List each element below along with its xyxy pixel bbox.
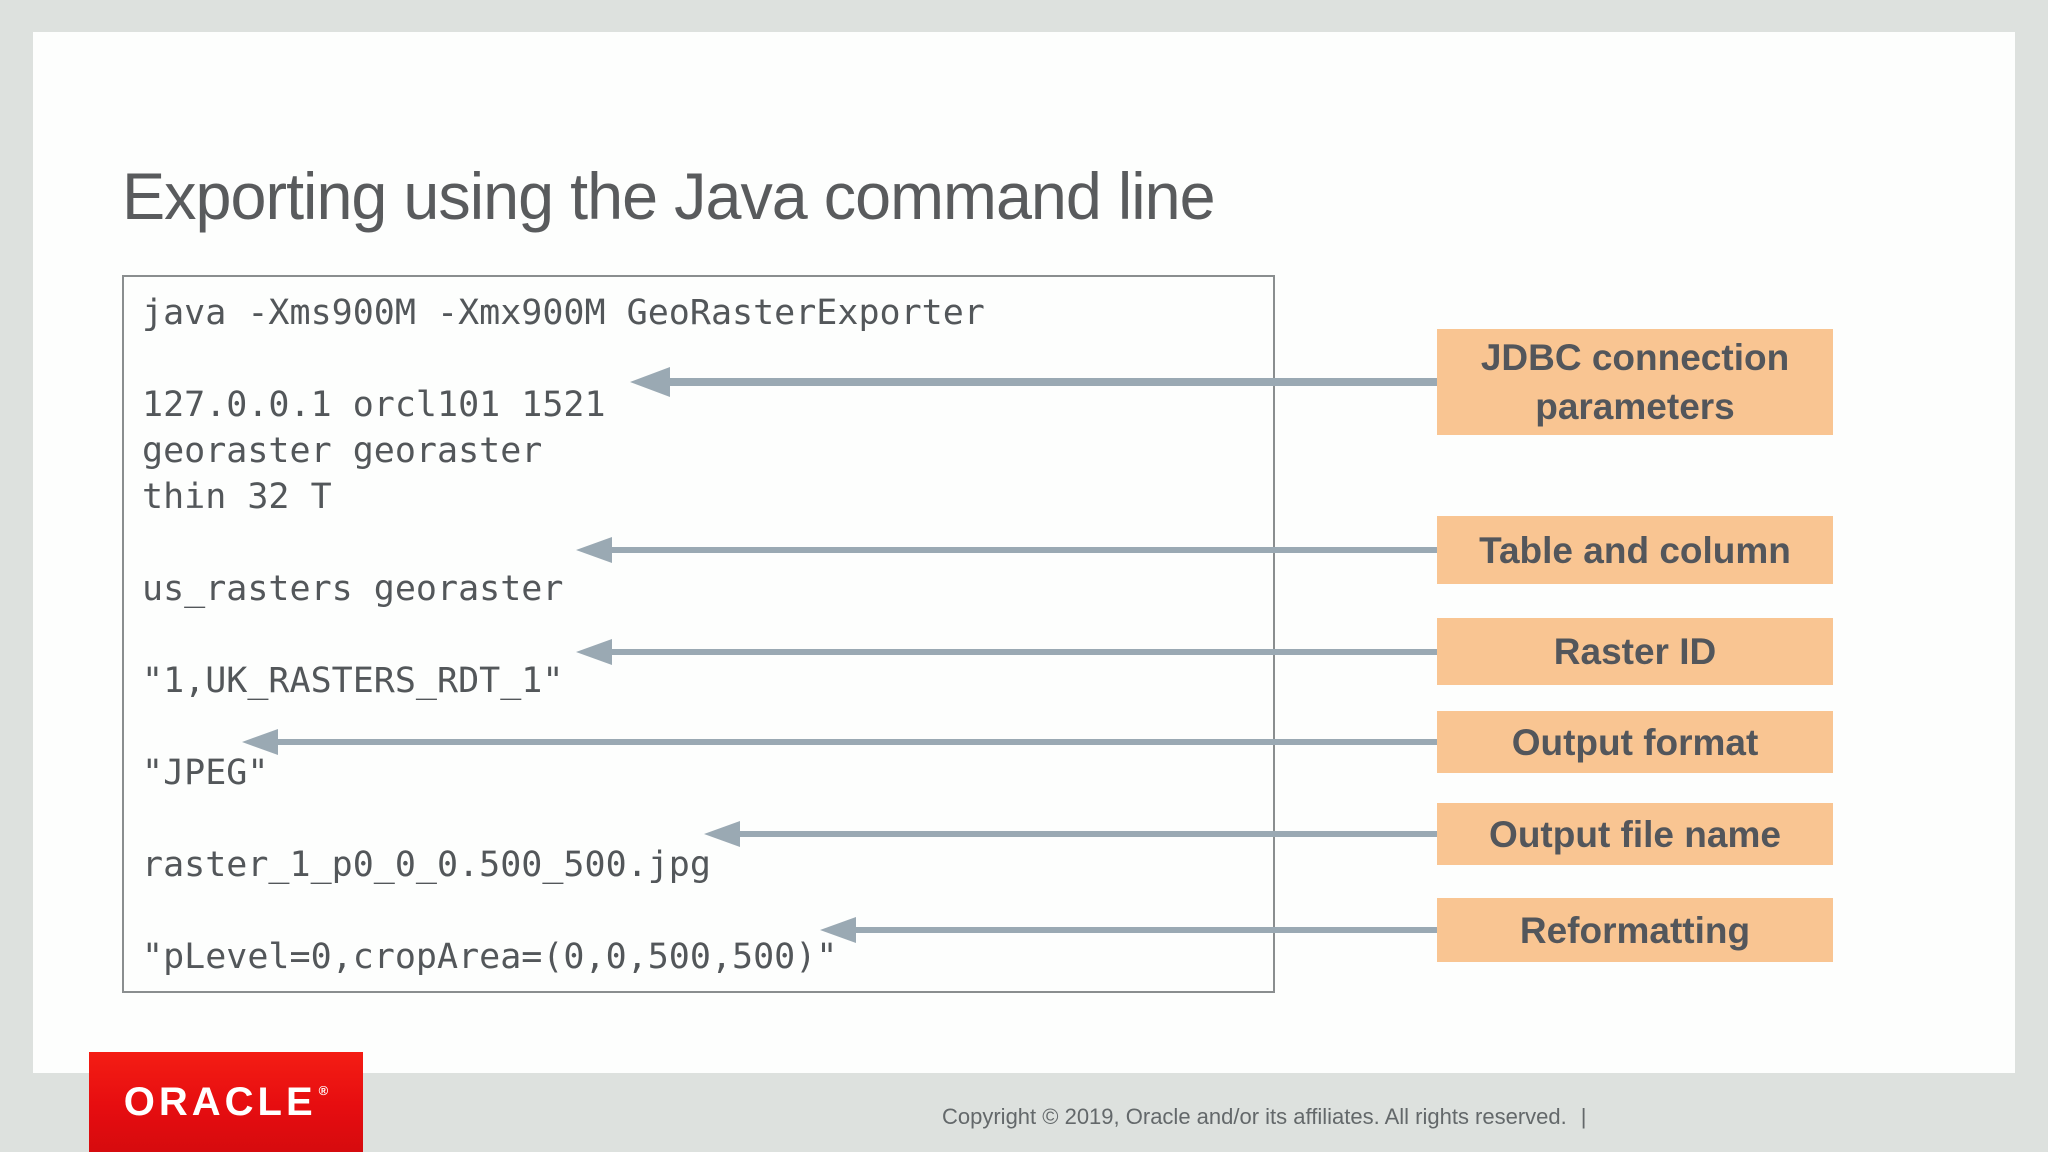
oracle-logo: ORACLE® (89, 1052, 363, 1152)
callout-raster-id: Raster ID (1437, 618, 1833, 685)
callout-output-file-name: Output file name (1437, 803, 1833, 865)
slide-title: Exporting using the Java command line (122, 159, 1216, 233)
copyright-text: Copyright © 2019, Oracle and/or its affi… (942, 1104, 1567, 1129)
oracle-logo-text: ORACLE (123, 1080, 317, 1124)
footer-divider: | (1580, 1104, 1587, 1129)
java-command-code-box: java -Xms900M -Xmx900M GeoRasterExporter… (122, 275, 1275, 993)
callout-table-and-column: Table and column (1437, 516, 1833, 584)
callout-jdbc-connection-parameters: JDBC connection parameters (1437, 329, 1833, 435)
footer-copyright: Copyright © 2019, Oracle and/or its affi… (942, 1104, 1586, 1130)
registered-trademark-icon: ® (318, 1082, 329, 1098)
callout-output-format: Output format (1437, 711, 1833, 773)
callout-reformatting: Reformatting (1437, 898, 1833, 962)
